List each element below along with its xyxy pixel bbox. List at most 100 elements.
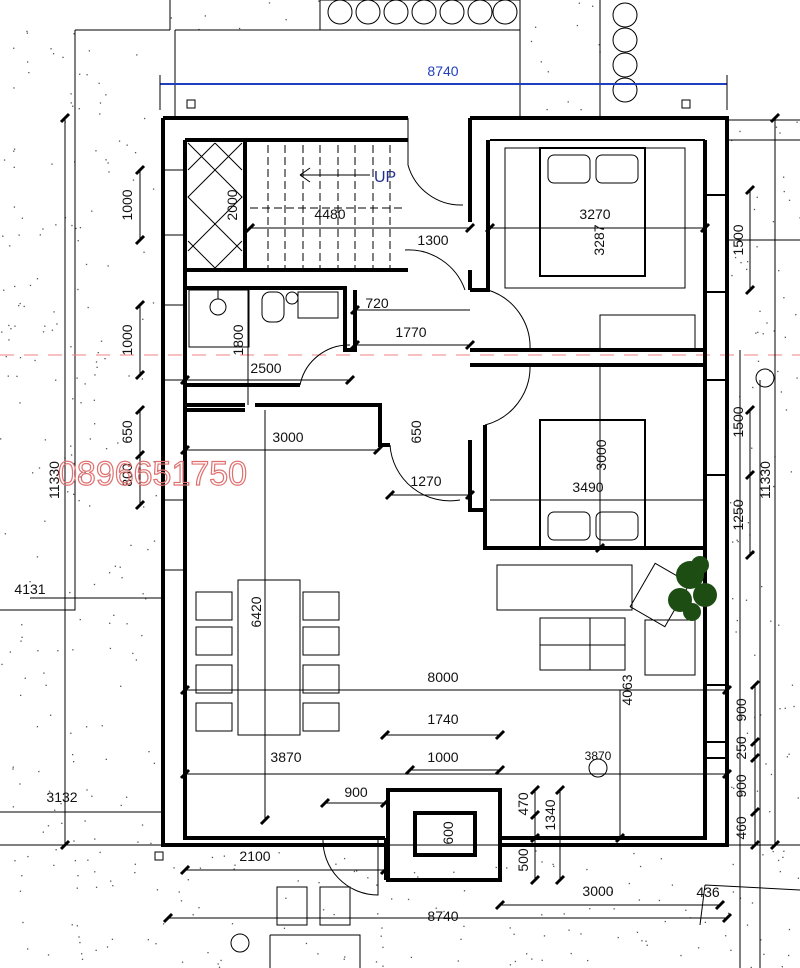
stair-up-label: UP	[374, 169, 396, 186]
corner-marker	[154, 99, 691, 861]
person-icon	[230, 368, 775, 953]
dim-right-1500-a: 1500	[730, 224, 746, 255]
dimension-tick	[134, 234, 146, 246]
dimension-tick	[554, 874, 566, 886]
dimension-tick	[379, 797, 391, 809]
dim-right-250: 250	[733, 736, 749, 760]
dimension-tick	[464, 489, 476, 501]
dim-overall-right: 11330	[757, 461, 773, 499]
dimension-tick	[379, 864, 391, 876]
dimension-tick	[529, 832, 541, 844]
dimension-tick	[744, 284, 756, 296]
dimension-tick	[134, 404, 146, 416]
dim-right-460: 460	[733, 816, 749, 840]
dimension-tick	[349, 339, 361, 351]
dimension-tick	[179, 768, 191, 780]
dimension-tick	[529, 784, 541, 796]
dim-overall-left: 11330	[46, 461, 62, 499]
dim-top-width: 8740	[427, 63, 458, 79]
dim-left-3: 650	[119, 420, 135, 444]
dining-chair	[195, 702, 233, 732]
dimension-tick	[721, 684, 733, 696]
dimension-tick	[714, 899, 726, 911]
dining-chair	[302, 702, 340, 732]
dining-chair	[302, 591, 340, 621]
dim-living-4063: 4063	[619, 674, 635, 705]
dim-site-3132: 3132	[46, 789, 77, 805]
dimension-tick	[744, 404, 756, 416]
dim-porch-500: 500	[515, 848, 531, 872]
dimension-tick	[134, 499, 146, 511]
dining-chair	[302, 626, 340, 656]
dimension-tick	[749, 736, 761, 748]
dimension-tick	[134, 449, 146, 461]
dim-left-1: 1000	[119, 189, 135, 220]
dimension-labels: 8740 UP 4480 2000 1000 1000 650 800 1133…	[14, 63, 773, 924]
level-3870: 3870	[585, 749, 612, 763]
dim-right-900-a: 900	[733, 698, 749, 722]
dimension-tick	[494, 729, 506, 741]
dimension-tick	[162, 912, 174, 924]
dim-left-2: 1000	[119, 324, 135, 355]
dim-living-3870: 3870	[270, 749, 301, 765]
dimension-tick	[59, 112, 71, 124]
dimension-tick	[464, 222, 476, 234]
dimension-tick	[749, 679, 761, 691]
dimension-tick	[319, 797, 331, 809]
dim-bed1-width: 3270	[579, 206, 610, 222]
dimension-tick	[529, 874, 541, 886]
dimension-tick	[494, 764, 506, 776]
dimension-tick	[769, 112, 781, 124]
dimension-tick	[404, 764, 416, 776]
dim-entry-1740: 1740	[427, 711, 458, 727]
furniture	[188, 147, 696, 926]
dining-chair	[195, 626, 233, 656]
dim-entry-1000: 1000	[427, 749, 458, 765]
dim-bed1-depth: 3287	[591, 224, 607, 255]
dimension-tick	[529, 809, 541, 821]
dining-chair	[302, 664, 340, 694]
dimension-tick	[134, 164, 146, 176]
dining-chair	[195, 664, 233, 694]
dimension-tick	[749, 752, 761, 764]
dim-porch-1340: 1340	[542, 799, 558, 830]
dimension-tick	[721, 912, 733, 924]
dimension-tick	[244, 222, 256, 234]
dim-door-900: 900	[344, 784, 368, 800]
dim-right-1250: 1250	[730, 499, 746, 530]
dimension-tick	[384, 489, 396, 501]
dim-site-4131: 4131	[14, 581, 45, 597]
dimension-tick	[379, 729, 391, 741]
dimension-tick	[744, 184, 756, 196]
dim-front-436: 436	[696, 884, 720, 900]
hedge	[319, 0, 638, 103]
dim-dining-6420: 6420	[248, 596, 264, 627]
dimension-tick	[372, 444, 384, 456]
dimension-tick	[769, 839, 781, 851]
dim-right-1500-b: 1500	[730, 406, 746, 437]
dimension-tick	[721, 768, 733, 780]
dim-living-8000: 8000	[427, 669, 458, 685]
dimension-tick	[179, 864, 191, 876]
dimension-tick	[464, 339, 476, 351]
dimension-tick	[59, 839, 71, 851]
dim-front-2100: 2100	[239, 848, 270, 864]
plant-icon	[668, 556, 717, 621]
doors	[299, 118, 531, 896]
dim-right-900-b: 900	[733, 774, 749, 798]
dim-bed2-depth: 3000	[593, 439, 609, 470]
staircase	[187, 142, 405, 269]
dimension-tick	[259, 814, 271, 826]
dimension-tick	[744, 549, 756, 561]
dim-hall-1770: 1770	[395, 324, 426, 340]
dim-living-3000: 3000	[272, 429, 303, 445]
dimension-tick	[494, 899, 506, 911]
dimension-tick	[134, 369, 146, 381]
dim-front-3000: 3000	[582, 883, 613, 899]
dim-planter-600: 600	[440, 821, 456, 845]
dimension-tick	[699, 222, 711, 234]
dimension-tick	[614, 832, 626, 844]
dim-hall-1270: 1270	[410, 473, 441, 489]
